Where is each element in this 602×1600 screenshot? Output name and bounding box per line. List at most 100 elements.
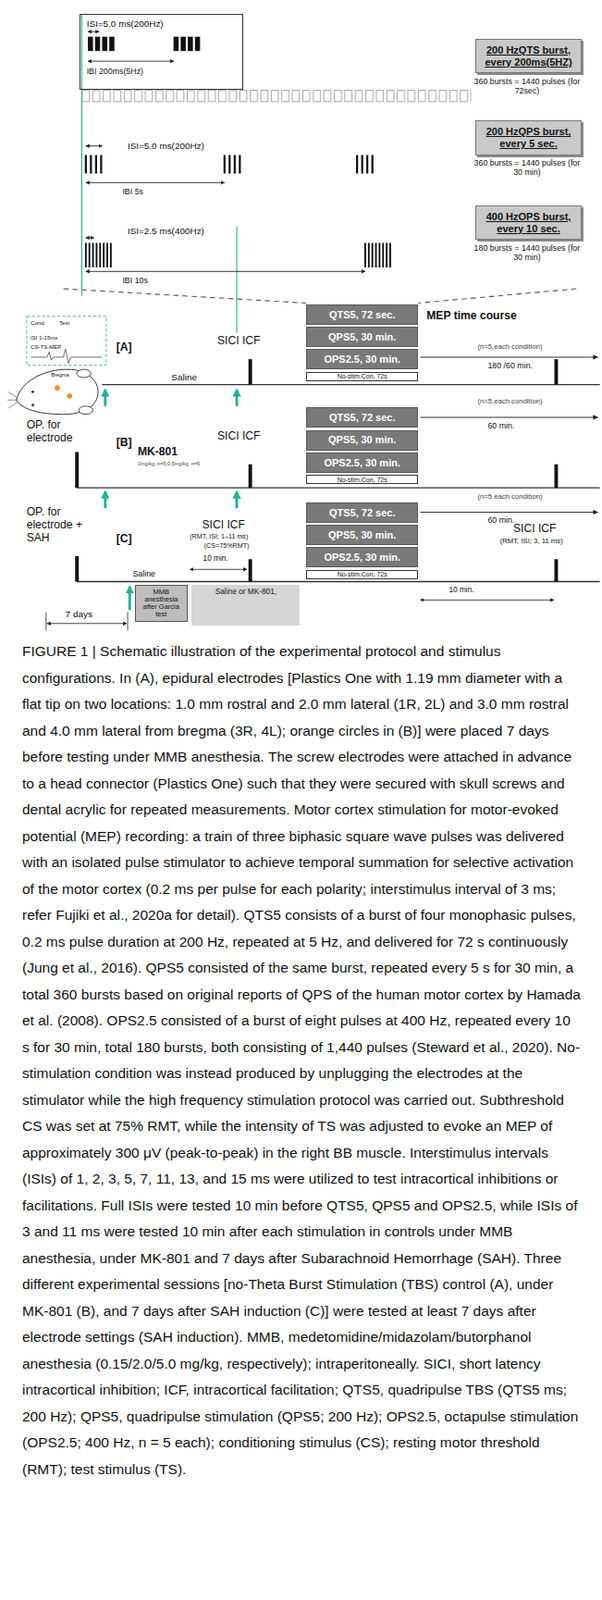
annotation-label: ISI=2.5 ms(400Hz) [127,225,205,236]
isi-arrow [86,236,95,238]
box-text: No-stim.Con, 72s [337,372,388,380]
annotation-label: Saline [132,568,156,578]
box-text: MMB anesthesia after Garcia test [138,588,185,619]
event-bars [74,358,558,581]
annotation-label: SICI ICF [513,522,556,536]
pulse-burst [86,242,391,267]
pulse [187,36,194,51]
pulse-train [81,89,471,102]
interval-arrow [189,568,247,570]
box-text: QTS5, 72 sec. [329,506,396,519]
isi-arrow [86,145,103,147]
annotation-label: ISI=5.0 ms(200Hz) [127,140,205,151]
stimulation-box: QTS5, 72 sec. [306,406,418,428]
annotation-label: (n=5 each condition) [477,492,542,502]
time-arrow [420,416,599,418]
annotation-label: 60 min. [487,515,515,525]
electrode-dot [66,393,73,399]
stimulation-box: QTS5, 72 sec. [306,304,418,325]
annotation-label: MK-801 [137,445,178,459]
timeline [76,486,601,488]
guide-line [81,13,83,295]
protocol-box: 200 HzQPS burst, every 5 sec. [475,120,582,156]
green-arrow [103,491,107,508]
annotation-label: IBI 5s [122,186,144,197]
box-text: QTS5, 72 sec. [329,411,396,424]
event-bar [74,555,79,582]
annotation-label: 360 bursts = 1440 pulses (for 72sec) [473,76,581,96]
pulse [87,36,94,51]
control-box: No-stim.Con, 72s [306,371,418,381]
event-bar [248,558,253,581]
rat-head [16,368,99,415]
annotation-label: 10 min. [203,553,229,564]
box-text: OPS2.5, 30 min. [323,353,401,366]
interval-arrow [420,599,554,601]
pulse-burst [87,36,200,51]
rat-whiskers [7,391,18,408]
zoom-line [63,288,578,303]
rat-ear [76,368,91,378]
stimulation-box: QPS5, 30 min. [306,524,418,545]
box-text: No-stim.Con, 72s [337,476,388,483]
stimulation-box: QTS5, 72 sec. [306,502,418,523]
guide-line [235,226,237,333]
annotation-label: IBI 10s [122,275,148,285]
protocol-box: 200 HzQTS burst, every 200ms(5HZ) [475,38,582,74]
box-text: No-stim.Con, 72s [337,570,388,578]
box-text: QPS5, 30 min. [328,331,396,344]
pulse [195,36,201,51]
stimulation-box: OPS2.5, 30 min. [306,452,418,473]
pulse [101,36,108,51]
ibi-arrow [86,182,225,184]
stimulation-box: OPS2.5, 30 min. [306,546,418,567]
box-text: Saline or MK-801, [215,587,277,597]
interval-arrow [47,622,127,624]
rat-eye [31,390,35,394]
box-text: 200 HzQTS burst, every 200ms(5HZ) [479,44,578,68]
event-bar [248,464,253,488]
control-box: No-stim.Con, 72s [306,569,418,579]
figure-caption: FIGURE 1 | Schematic illustration of the… [22,638,581,1482]
box-text: IBI 200ms(5Hz) [86,66,144,76]
green-arrow [128,586,132,610]
timeline [101,383,600,385]
stimulation-box: QPS5, 30 min. [306,430,418,451]
annotation-label: (n=5,each condition) [477,397,542,406]
annotation-label: (CS=75%RMT) [204,541,250,550]
event-bar [554,558,559,581]
electrode-dot [54,384,61,391]
annotation-label: 180 bursts = 1440 pulses (for 30 min) [473,243,581,262]
annotation-label: [C] [116,532,133,546]
stimulation-box: QPS5, 30 min. [306,326,418,347]
rat-eye [31,403,35,406]
annotation-label: SICI ICF [217,430,260,443]
box-text: QPS5, 30 min. [328,433,396,446]
stimulation-box: OPS2.5, 30 min. [306,348,418,369]
control-box: No-stim.Con, 72s [306,474,418,484]
annotation-label: CS-TS-MEP [30,344,62,351]
box-text: OPS2.5, 30 min. [323,456,401,469]
annotation-label: 1mg/kg, n=5;0.5mg/kg, n=5 [137,460,200,467]
event-bar [248,358,253,385]
annotation-label: OP. for electrode [26,418,86,445]
green-arrow [235,491,239,508]
annotation-label: 10 min. [448,585,474,595]
ibi-arrow [86,270,366,272]
annotation-label: [B] [116,436,133,450]
protocol-box: 400 HzOPS burst, every 10 sec. [475,205,582,241]
annotation-label: (RMT, ISI; 1–11 ms) [189,532,248,541]
timeline [76,580,601,582]
box-text: QTS5, 72 sec. [329,308,396,321]
annotation-label: Bregma [50,371,69,378]
pulse [180,36,186,51]
annotation-label: SICI ICF [201,518,245,532]
pulse [173,36,180,51]
rat-illustration [7,368,99,415]
event-bar [74,451,79,488]
isi-arrow [87,31,99,33]
pulse-burst [86,155,373,174]
time-arrow [420,356,599,357]
box-text: OPS2.5, 30 min. [323,551,401,564]
annotation-label: 7 days [65,608,93,619]
